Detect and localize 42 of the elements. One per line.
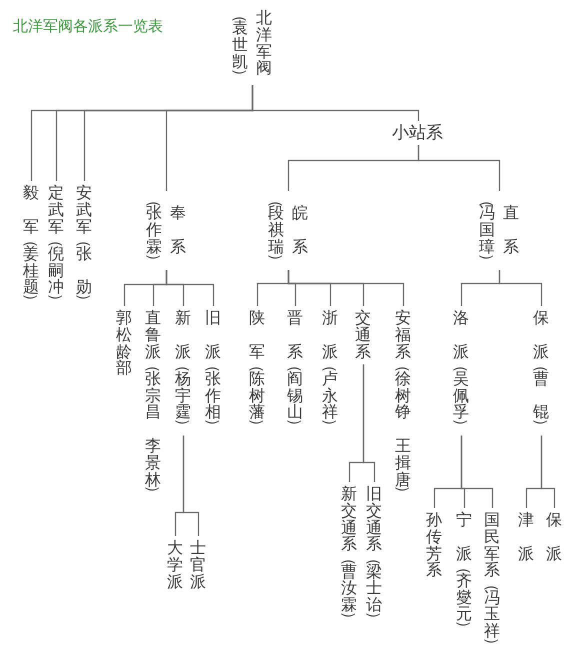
leader-label: （张作霖） bbox=[146, 195, 162, 266]
faction-label: 小站系 bbox=[392, 121, 443, 145]
faction-label: 津派 bbox=[518, 508, 534, 566]
faction-label: 安武军（张勋） bbox=[76, 181, 92, 311]
faction-label: 国民军系（冯玉祥） bbox=[484, 508, 500, 654]
faction-label: 定武军（倪嗣冲） bbox=[48, 181, 64, 311]
connector-line bbox=[252, 85, 420, 121]
faction-label: 大学派 bbox=[167, 536, 183, 594]
faction-label: 北洋军阀 bbox=[256, 10, 272, 78]
faction-label: 郭松龄部 bbox=[116, 306, 132, 382]
faction-label: 旧派（张作相） bbox=[205, 306, 221, 436]
connector-line bbox=[498, 270, 542, 306]
faction-label: 保派（曹锟） bbox=[533, 306, 549, 436]
faction-label: 晋系（阎锡山） bbox=[287, 306, 303, 436]
faction-label: 安福系（徐树铮王揖唐） bbox=[395, 306, 411, 503]
faction-label: 旧交通系（梁士诒） bbox=[366, 482, 382, 628]
faction-label: 奉系 bbox=[170, 205, 186, 256]
connector-line bbox=[460, 436, 494, 508]
connector-line bbox=[362, 364, 376, 482]
faction-label: 交通系 bbox=[355, 306, 371, 364]
connector-line bbox=[166, 270, 214, 306]
faction-label: 保派 bbox=[546, 508, 562, 566]
diagram-title: 北洋军阀各派系一览表 bbox=[13, 16, 163, 36]
connector-line bbox=[540, 436, 556, 508]
connector-line bbox=[288, 270, 404, 306]
faction-label: 浙派（卢永祥） bbox=[322, 306, 338, 436]
faction-label: 直系 bbox=[503, 205, 519, 256]
leader-label: （段祺瑞） bbox=[268, 195, 284, 266]
faction-label: 新交通系（曹汝霖） bbox=[341, 482, 357, 628]
faction-label: 宁派（齐燮元） bbox=[456, 508, 472, 638]
leader-label: （冯国璋） bbox=[479, 195, 495, 266]
leader-label: （袁世凯） bbox=[232, 10, 248, 82]
faction-label: 洛派（吴佩孚） bbox=[453, 306, 469, 436]
faction-label: 孙传芳系 bbox=[426, 508, 442, 584]
faction-label: 直鲁派（张宗昌李景林） bbox=[145, 306, 161, 503]
faction-label: 陕军（陈树藩） bbox=[249, 306, 265, 436]
faction-label: 毅军（姜桂题） bbox=[23, 181, 39, 311]
faction-label: 新派（杨宇霆） bbox=[175, 306, 191, 436]
connector-line bbox=[182, 436, 200, 536]
faction-label: 皖系 bbox=[292, 205, 308, 256]
faction-label: 士官派 bbox=[190, 536, 206, 594]
connector-line bbox=[418, 145, 500, 191]
